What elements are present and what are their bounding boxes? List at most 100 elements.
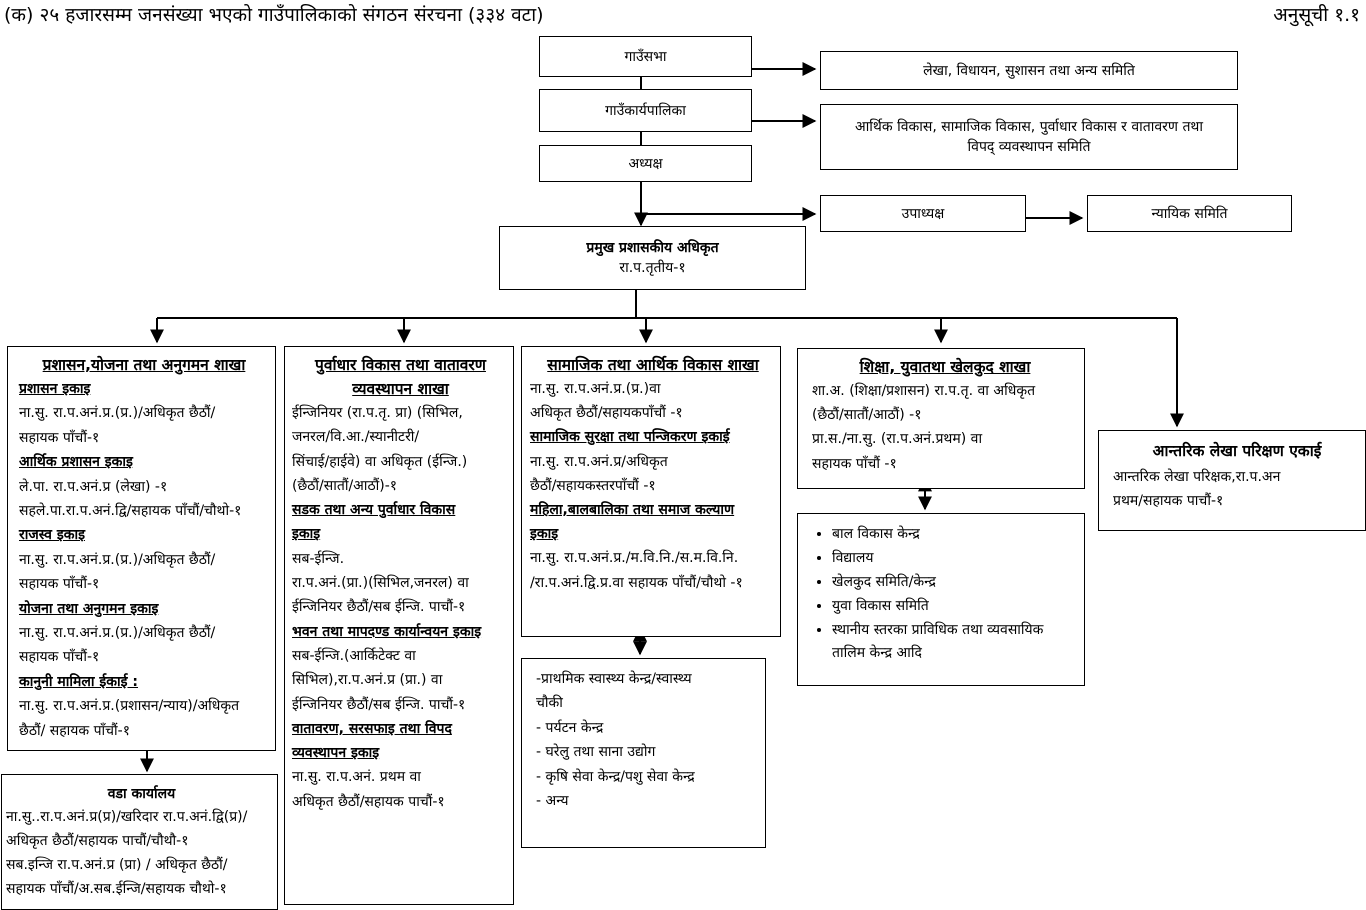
branch-education-youth-sports: शिक्षा, युवातथा खेलकुद शाखा शा.अ. (शिक्ष… (797, 348, 1085, 489)
unit-heading: सडक तथा अन्य पुर्वाधार विकास (292, 502, 456, 519)
unit-line: शा.अ. (शिक्षा/प्रशासन) रा.प.तृ. वा अधिकृ… (812, 383, 1036, 399)
unit-line: (छैठौं/सातौं/आठौं)-१ (292, 477, 398, 494)
unit-line: सहायक पाँचौं -१ (812, 455, 897, 472)
unit-heading: प्रशासन इकाइ (19, 381, 91, 397)
unit-line: ना.सु. रा.प.अनं.प्र.(प्र.)वा (530, 381, 661, 397)
unit-line: /रा.प.अनं.द्वि.प्र.वा सहायक पाँचौं/चौथो … (530, 574, 743, 591)
unit-line: -प्राथमिक स्वास्थ्य केन्द्र/स्वास्थ्य (536, 671, 692, 687)
institution-list-item: विद्यालय (832, 546, 1078, 570)
lekha-samiti-box: लेखा, विधायन, सुशासन तथा अन्य समिति (820, 51, 1238, 90)
unit-line: सहले.पा.रा.प.अनं.द्वि/सहायक पाँचौं/चौथो-… (19, 503, 242, 520)
unit-line: सहायक पाँचौं-१ (19, 429, 100, 446)
lekha-samiti-label: लेखा, विधायन, सुशासन तथा अन्य समिति (923, 62, 1135, 79)
unit-heading: वातावरण, सरसफाइ तथा विपद (292, 720, 452, 737)
branch2-heading-line2: व्यवस्थापन शाखा (352, 380, 449, 398)
upadhyaksha-box: उपाध्यक्ष (820, 195, 1026, 232)
institution-list-item: बाल विकास केन्द्र (832, 522, 1078, 546)
unit-line: सहायक पाँचौं-१ (19, 576, 100, 593)
unit-heading: इकाइ (292, 526, 321, 543)
audit-heading: आन्तरिक लेखा परिक्षण एकाई (1152, 442, 1322, 460)
unit-line: जनरल/वि.आ./स्यानीटरी/ (292, 429, 420, 446)
branch-social-economic: सामाजिक तथा आर्थिक विकास शाखा ना.सु. रा.… (521, 346, 781, 637)
unit-heading: योजना तथा अनुगमन इकाइ (19, 600, 159, 617)
unit-line: प्रा.स./ना.सु. (रा.प.अनं.प्रथम) वा (812, 431, 983, 448)
ward-body: ना.सु..रा.प.अनं.प्र(प्र)/खरिदार रा.प.अनं… (6, 805, 277, 901)
unit-heading: राजस्व इकाइ (19, 527, 85, 544)
branch1-heading: प्रशासन,योजना तथा अनुगमन शाखा (42, 356, 246, 374)
aarthik-samiti-line2: विपद् व्यवस्थापन समिति (967, 139, 1091, 155)
aarthik-samiti-line1: आर्थिक विकास, सामाजिक विकास, पुर्वाधार व… (855, 119, 1203, 135)
unit-line: ना.सु. रा.प.अनं.प्र/अधिकृत (530, 453, 668, 470)
unit-heading: सामाजिक सुरक्षा तथा पन्जिकरण इकाई (530, 429, 730, 446)
unit-line: ना.सु..रा.प.अनं.प्र(प्र)/खरिदार रा.प.अनं… (6, 809, 248, 825)
unit-line: ईन्जिनियर (रा.प.तृ. प्रा) (सिभिल, (292, 405, 463, 421)
institution-list-item: युवा विकास समिति (832, 594, 1078, 618)
gaunsabha-label: गाउँसभा (624, 48, 667, 65)
unit-line: ना.सु. रा.प.अनं. प्रथम वा (292, 769, 421, 786)
unit-line: - पर्यटन केन्द्र (536, 719, 604, 736)
unit-line: अधिकृत छैठौं/सहायक पाचौं/चौथौ-१ (6, 833, 189, 849)
unit-line: छैठौं/सहायकस्तरपाँचौं -१ (530, 477, 656, 494)
branch3-heading: सामाजिक तथा आर्थिक विकास शाखा (547, 356, 759, 374)
unit-line: ना.सु. रा.प.अनं.प्र./म.वि.नि./स.म.वि.नि. (530, 550, 739, 567)
gaunkaryapalika-label: गाउँकार्यपालिका (605, 102, 686, 119)
unit-line: सहायक पाँचौं/अ.सब.ईन्जि/सहायक चौथो-१ (6, 881, 227, 897)
unit-line: - घरेलु तथा साना उद्योग (536, 744, 656, 761)
branch2-body: ईन्जिनियर (रा.प.तृ. प्रा) (सिभिल, जनरल/वि… (292, 401, 509, 814)
unit-line: प्रथम/सहायक पाचौं-१ (1113, 493, 1224, 509)
unit-line: - कृषि सेवा केन्द्र/पशु सेवा केन्द्र (536, 768, 695, 785)
unit-line: छैठौं/ सहायक पाँचौं-१ (19, 722, 131, 739)
unit-line: ना.सु. रा.प.अनं.प्र.(प्रशासन/न्याय)/अधिक… (19, 698, 240, 715)
nyayik-samiti-label: न्यायिक समिति (1151, 205, 1228, 222)
branch4-body: शा.अ. (शिक्षा/प्रशासन) रा.प.तृ. वा अधिकृ… (812, 379, 1078, 476)
unit-line: सहायक पाँचौं-१ (19, 649, 100, 666)
branch4-list-continuation: तालिम केन्द्र आदि (832, 645, 922, 661)
unit-line: ईन्जिनियर छैठौं/सब ईन्जि. पाचौं-१ (292, 696, 466, 713)
cao-box: प्रमुख प्रशासकीय अधिकृत रा.प.तृतीय-१ (499, 226, 806, 290)
unit-line: सब-ईन्जि. (292, 550, 345, 567)
branch-admin-planning: प्रशासन,योजना तथा अनुगमन शाखा प्रशासन इक… (7, 346, 276, 751)
unit-line: सब-ईन्जि.(आर्किटेक्ट वा (292, 647, 416, 664)
gaunsabha-box: गाउँसभा (539, 36, 752, 77)
unit-line: ईन्जिनियर छैठौं/सब ईन्जि. पाचौं-१ (292, 599, 466, 616)
annex-label: अनुसूची १.१ (1273, 4, 1360, 26)
unit-line: आन्तरिक लेखा परिक्षक,रा.प.अन (1113, 469, 1281, 485)
unit-line: अधिकृत छैठौं/सहायक पाचौं-१ (292, 793, 445, 810)
cao-grade: रा.प.तृतीय-१ (619, 260, 686, 276)
aarthik-samiti-box: आर्थिक विकास, सामाजिक विकास, पुर्वाधार व… (820, 104, 1238, 170)
unit-heading: भवन तथा मापदण्ड कार्यान्वयन इकाइ (292, 623, 482, 640)
upadhyaksha-label: उपाध्यक्ष (901, 205, 945, 222)
unit-line: रा.प.अनं.(प्रा.)(सिभिल,जनरल) वा (292, 575, 469, 592)
unit-heading: कानुनी मामिला ईकाई : (19, 673, 139, 690)
cao-title: प्रमुख प्रशासकीय अधिकृत (586, 240, 719, 256)
institution-list-item: स्थानीय स्तरका प्राविधिक तथा व्यवसायिक (832, 618, 1078, 642)
branch-infrastructure: पुर्वाधार विकास तथा वातावरण व्यवस्थापन श… (284, 346, 514, 905)
unit-heading: महिला,बालबालिका तथा समाज कल्याण (530, 502, 735, 519)
unit-heading: व्यवस्थापन इकाइ (292, 745, 380, 762)
internal-audit-box: आन्तरिक लेखा परिक्षण एकाई आन्तरिक लेखा प… (1098, 430, 1366, 531)
unit-line: सिंचाई/हाईवे) वा अधिकृत (ईन्जि.) (292, 453, 468, 470)
branch3-body: ना.सु. रा.प.अनं.प्र.(प्र.)वाअधिकृत छैठौं… (530, 377, 776, 595)
unit-heading: इकाइ (530, 526, 559, 543)
unit-line: ना.सु. रा.प.अनं.प्र.(प्र.)/अधिकृत छैठौं/ (19, 551, 216, 568)
unit-line: (छैठौं/सातौं/आठौं) -१ (812, 407, 922, 424)
unit-line: - अन्य (536, 793, 569, 810)
nyayik-samiti-box: न्यायिक समिति (1087, 195, 1292, 232)
branch1-body: प्रशासन इकाइ ना.सु. रा.प.अनं.प्र.(प्र.)/अ… (19, 377, 269, 743)
branch4-heading: शिक्षा, युवातथा खेलकुद शाखा (859, 358, 1031, 376)
audit-body: आन्तरिक लेखा परिक्षक,रा.प.अन प्रथम/सहायक … (1113, 465, 1361, 513)
ward-heading: वडा कार्यालय (107, 786, 176, 802)
unit-line: ना.सु. रा.प.अनं.प्र.(प्र.)/अधिकृत छैठौं/ (19, 405, 216, 422)
branch4-institutions-list: बाल विकास केन्द्रविद्यालयखेलकुद समिति/के… (797, 513, 1085, 686)
page-title: (क) २५ हजारसम्म जनसंख्या भएको गाउँपालिका… (4, 4, 544, 26)
ward-office-box: वडा कार्यालय ना.सु..रा.प.अनं.प्र(प्र)/खर… (1, 774, 278, 910)
branch4-list: बाल विकास केन्द्रविद्यालयखेलकुद समिति/के… (812, 522, 1078, 642)
unit-heading: आर्थिक प्रशासन इकाइ (19, 454, 133, 471)
unit-line: ले.पा. रा.प.अनं.प्र (लेखा) -१ (19, 478, 168, 495)
gaunkaryapalika-box: गाउँकार्यपालिका (539, 89, 752, 132)
unit-line: सब.इन्जि रा.प.अनं.प्र (प्रा) / अधिकृत छै… (6, 857, 228, 873)
adhyaksha-label: अध्यक्ष (628, 155, 663, 172)
